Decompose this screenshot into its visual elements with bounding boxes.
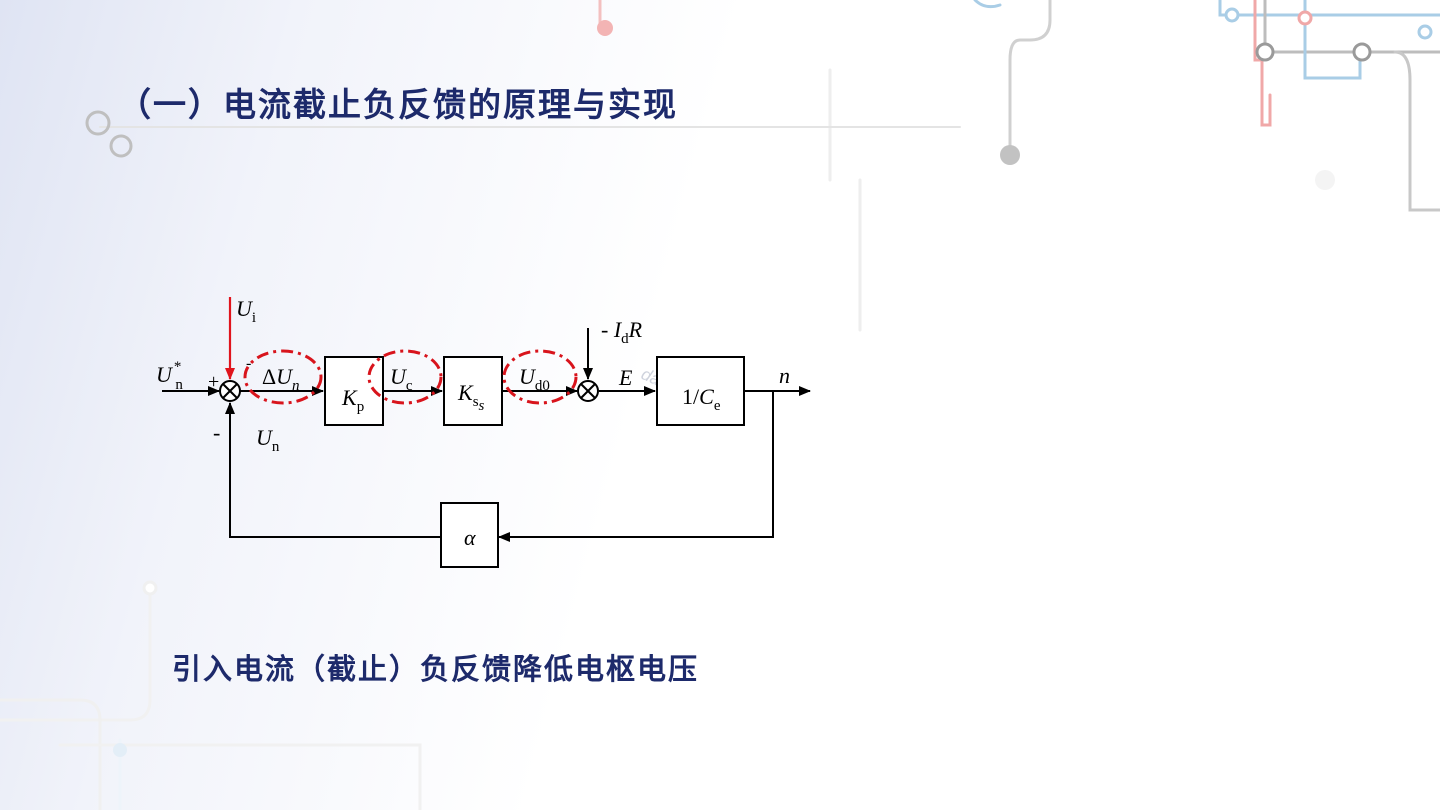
signal-n: n <box>779 363 790 388</box>
block-ce <box>656 356 745 426</box>
summing-junction-2 <box>577 380 599 402</box>
signal-minus-top: - <box>246 355 251 372</box>
signal-un-feedback: Un <box>256 425 280 455</box>
feedback-line-return <box>498 391 774 542</box>
signal-un-star: U*n <box>156 359 183 393</box>
block-alpha-label: α <box>464 525 476 550</box>
signal-uc: Uc <box>390 364 413 394</box>
signal-plus: + <box>208 371 219 393</box>
block-ks-label: Kss <box>457 380 485 414</box>
slide-title: （一）电流截止负反馈的原理与实现 <box>118 85 678 124</box>
signal-e: E <box>618 365 633 390</box>
signal-ud0: Ud0 <box>519 364 550 394</box>
signal-minus-feedback: - <box>213 420 220 445</box>
signal-ui: Ui <box>236 296 256 326</box>
summing-junction-1 <box>219 380 241 402</box>
block-alpha <box>440 502 499 568</box>
highlight-uc <box>367 349 443 405</box>
highlight-ud0 <box>502 349 578 405</box>
feedback-line-to-sum <box>225 402 441 538</box>
block-ce-label: 1/Ce <box>682 384 721 414</box>
block-kp-label: Kp <box>341 385 364 415</box>
signal-idr: - IdR <box>601 317 643 347</box>
signal-delta-un: ΔUn <box>262 364 300 394</box>
highlight-delta-un <box>243 349 323 405</box>
caption-text: 引入电流（截止）负反馈降低电枢电压 <box>172 652 700 686</box>
block-ks <box>443 356 503 426</box>
